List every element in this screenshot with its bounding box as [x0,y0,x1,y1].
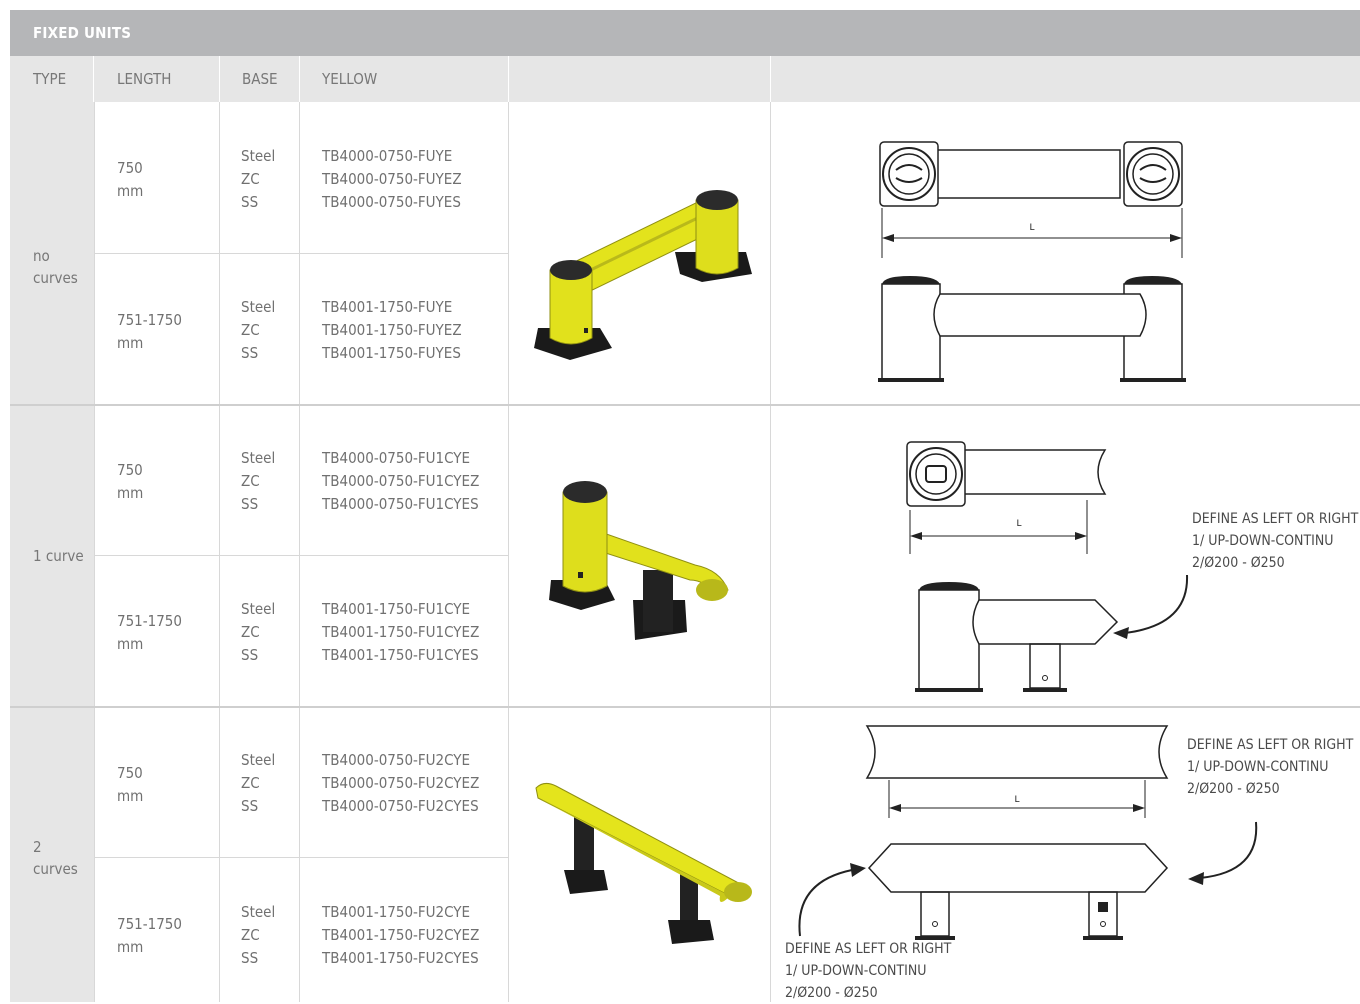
header-type: TYPE [33,70,67,88]
dimension-label: L [1014,795,1019,805]
length-value: 750 mm [117,461,144,502]
group-divider [10,706,1360,708]
grid-line [299,102,300,1002]
base-value: Steel ZC SS [241,600,276,664]
curve-arrow [1113,574,1189,639]
base-value: Steel ZC SS [241,298,276,362]
product-codes: TB4000-0750-FU2CYE TB4000-0750-FU2CYEZ T… [322,751,480,815]
base-value: Steel ZC SS [241,449,276,513]
row-divider [94,857,509,858]
header-yellow-cell: YELLOW [300,56,509,102]
drawing-1-curve: L [906,441,1119,692]
length-value: 750 mm [117,764,144,805]
grid-line [94,102,95,1002]
table-banner: FIXED UNITS [10,10,1360,56]
length-value: 751-1750 mm [117,915,182,956]
base-value: Steel ZC SS [241,751,276,815]
product-codes: TB4000-0750-FUYE TB4000-0750-FUYEZ TB400… [322,147,462,211]
header-drawing-cell [771,56,1360,102]
type-label: no curves [33,247,78,287]
define-note: DEFINE AS LEFT OR RIGHT 1/ UP-DOWN-CONTI… [785,941,952,1001]
type-cell-2-curves: 2 curves [10,708,94,1002]
define-note: DEFINE AS LEFT OR RIGHT 1/ UP-DOWN-CONTI… [1192,511,1359,571]
group-divider [10,404,1360,406]
header-image-cell [509,56,771,102]
type-cell-no-curves: no curves [10,102,94,404]
base-value: Steel ZC SS [241,903,276,967]
curve-arrow [798,863,866,937]
product-codes: TB4001-1750-FUYE TB4001-1750-FUYEZ TB400… [322,298,462,362]
type-label: 2 curves [33,838,78,878]
grid-line [770,102,771,1002]
base-value: Steel ZC SS [241,147,276,211]
dimension-label: L [1016,519,1021,529]
header-base: BASE [242,70,278,88]
header-length: LENGTH [117,70,172,88]
header-base-cell: BASE [220,56,300,102]
length-value: 751-1750 mm [117,612,182,653]
type-label: 1 curve [33,547,84,565]
product-codes: TB4001-1750-FU1CYE TB4001-1750-FU1CYEZ T… [322,600,480,664]
product-image-no-curves [534,190,752,360]
banner-title: FIXED UNITS [33,24,132,42]
product-codes: TB4001-1750-FU2CYE TB4001-1750-FU2CYEZ T… [322,903,480,967]
type-cell-1-curve: 1 curve [10,406,94,706]
product-image-1-curve [549,481,729,640]
row-divider [94,555,509,556]
drawing-2-curves: L [865,725,1169,940]
length-value: 750 mm [117,159,144,200]
row-divider [94,253,509,254]
length-value: 751-1750 mm [117,311,182,352]
curve-arrow [1188,821,1258,885]
product-image-2-curves [535,782,752,944]
header-length-cell: LENGTH [94,56,220,102]
product-codes: TB4000-0750-FU1CYE TB4000-0750-FU1CYEZ T… [322,449,480,513]
fixed-units-table: FIXED UNITS TYPE LENGTH BASE YELLOW no c… [10,10,1360,1002]
grid-line [508,102,509,1002]
header-type-cell: TYPE [10,56,94,102]
header-yellow: YELLOW [322,70,378,88]
dimension-label: L [1029,223,1034,233]
drawing-no-curves: L [878,141,1186,382]
define-note: DEFINE AS LEFT OR RIGHT 1/ UP-DOWN-CONTI… [1187,737,1354,797]
grid-line [219,102,220,1002]
